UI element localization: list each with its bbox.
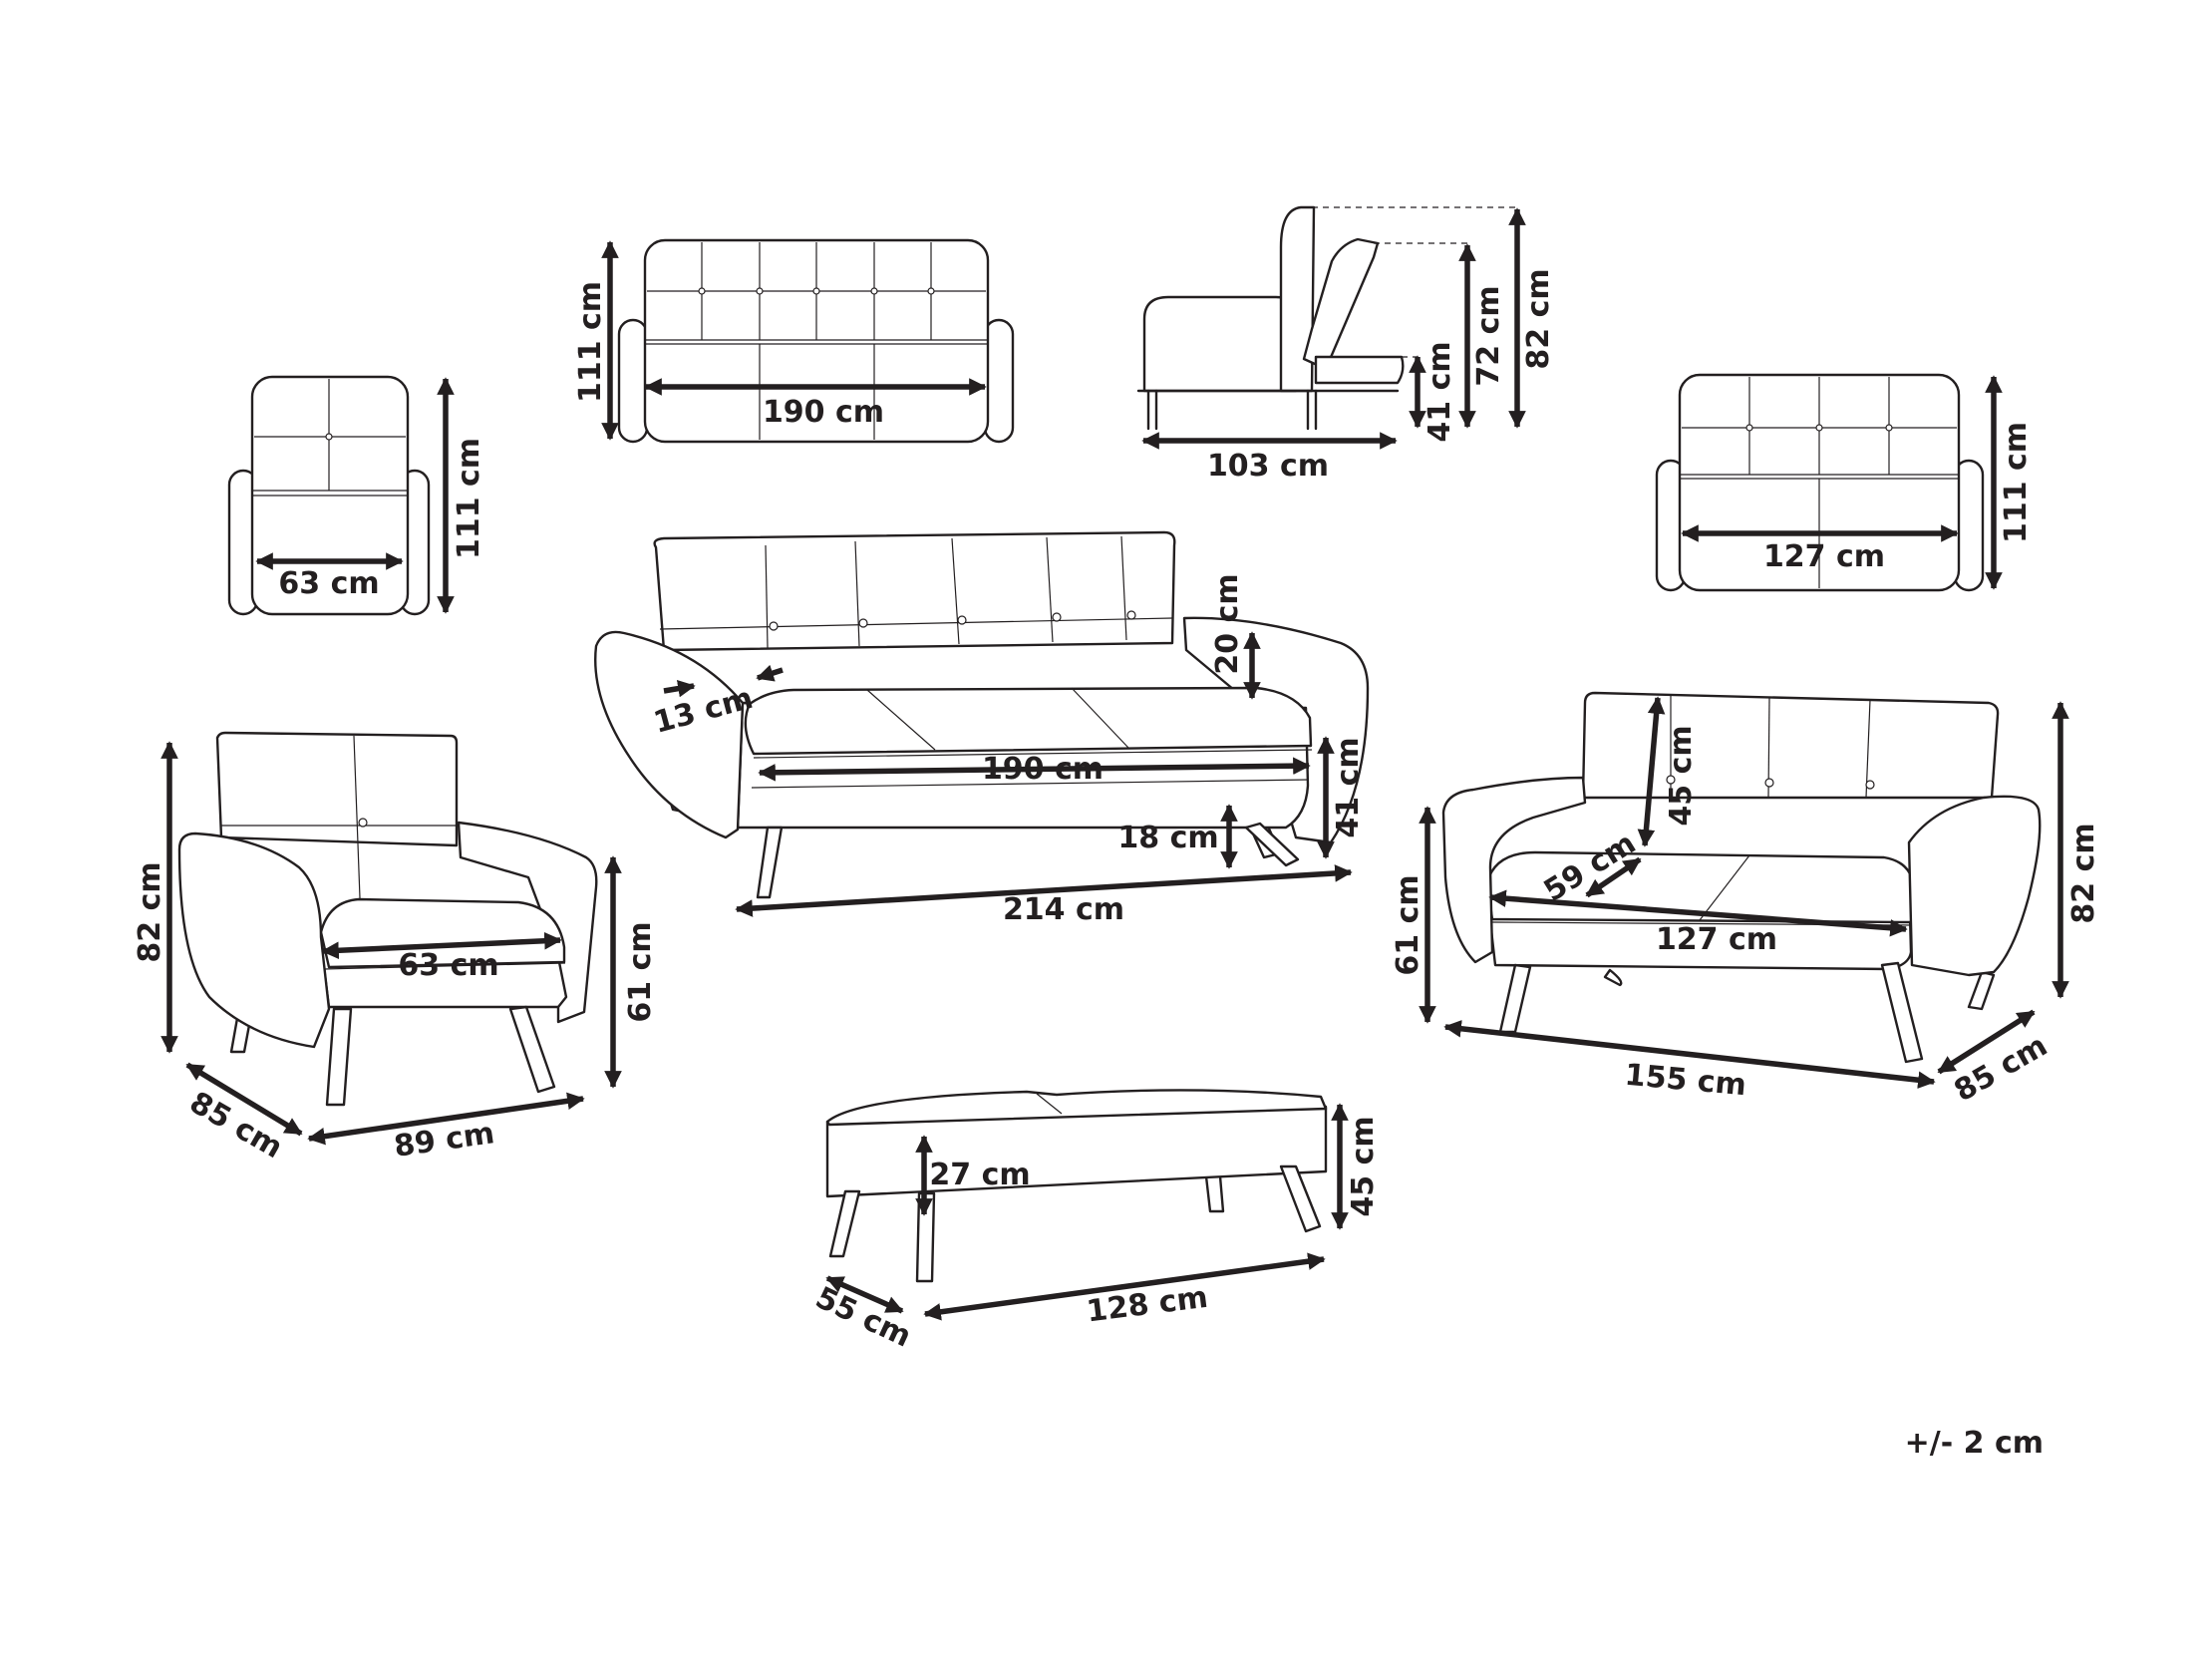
ottoman-top-height-label: 27 cm [929,1158,1030,1192]
sofa2-depth-label: 85 cm [1949,1028,2054,1109]
dim-arrow [663,679,696,698]
chair-front-width-label: 63 cm [278,566,379,601]
dim-arrow [735,864,1353,917]
armchair-height-label: 82 cm [133,861,167,962]
tolerance-note: +/- 2 cm [1905,1426,2044,1461]
sofa2-front-view: 127 cm 111 cm [1655,373,2034,592]
sofa3-leg-height-label: 18 cm [1117,821,1218,855]
dim-arrow [756,664,784,682]
sofa-side-depth-label: 103 cm [1207,449,1329,484]
sofa3-width-label: 214 cm [1003,892,1124,927]
dim-arrow [1488,889,1908,937]
dim-arrow [1937,1009,2036,1075]
sofa3-perspective-view: 13 cm 20 cm 190 cm 41 cm 18 cm 214 cm [594,530,1370,927]
sofa3-front-height-label: 111 cm [573,281,608,403]
sofa3-front-view: 190 cm 111 cm [573,238,1015,444]
dim-arrow [1637,696,1666,847]
sofa3-seat-height-label: 41 cm [1331,737,1366,837]
dim-arrow [1585,856,1642,898]
sofa2-seat-width-label: 127 cm [1656,922,1777,957]
dim-arrow [307,1092,585,1146]
sofa2-seat-height-label: 61 cm [1391,874,1425,975]
sofa-side-total-height-label: 82 cm [1521,268,1556,369]
dim-arrow [321,931,562,960]
dim-arrow [825,1275,904,1314]
sofa-side-seat-height-label: 41 cm [1422,341,1457,442]
sofa2-perspective-view: 127 cm 45 cm 59 cm 61 cm 82 cm 155 cm 85… [1391,691,2101,1109]
sofa3-front-width-label: 190 cm [763,395,884,430]
dim-arrow [185,1062,303,1137]
ottoman-height-label: 45 cm [1346,1116,1381,1216]
sofa2-front-width-label: 127 cm [1763,539,1885,574]
sofa2-width-label: 155 cm [1623,1058,1747,1104]
sofa-side-reclined-height-label: 72 cm [1471,285,1506,386]
sofa-side-view: 103 cm 41 cm 72 cm 82 cm [1136,205,1556,484]
sofa3-seat-width-label: 190 cm [982,752,1104,787]
dim-arrow [758,757,1311,782]
chair-front-view: 63 cm 111 cm [227,375,486,616]
sofa2-front-height-label: 111 cm [1999,422,2034,543]
chair-front-height-label: 111 cm [452,438,486,559]
sofa3-back-height-label: 20 cm [1210,573,1245,674]
armchair-seat-width-label: 63 cm [398,948,498,983]
dim-arrow [1443,1020,1936,1089]
armchair-seat-height-label: 61 cm [623,921,658,1022]
armchair-perspective-view: 63 cm 82 cm 61 cm 85 cm 89 cm [133,731,658,1165]
sofa2-back-height-label: 45 cm [1664,725,1699,826]
sofa2-height-label: 82 cm [2066,823,2101,923]
ottoman-perspective-view: 27 cm 45 cm 55 cm 128 cm [810,1089,1381,1355]
dim-arrow [923,1252,1326,1321]
